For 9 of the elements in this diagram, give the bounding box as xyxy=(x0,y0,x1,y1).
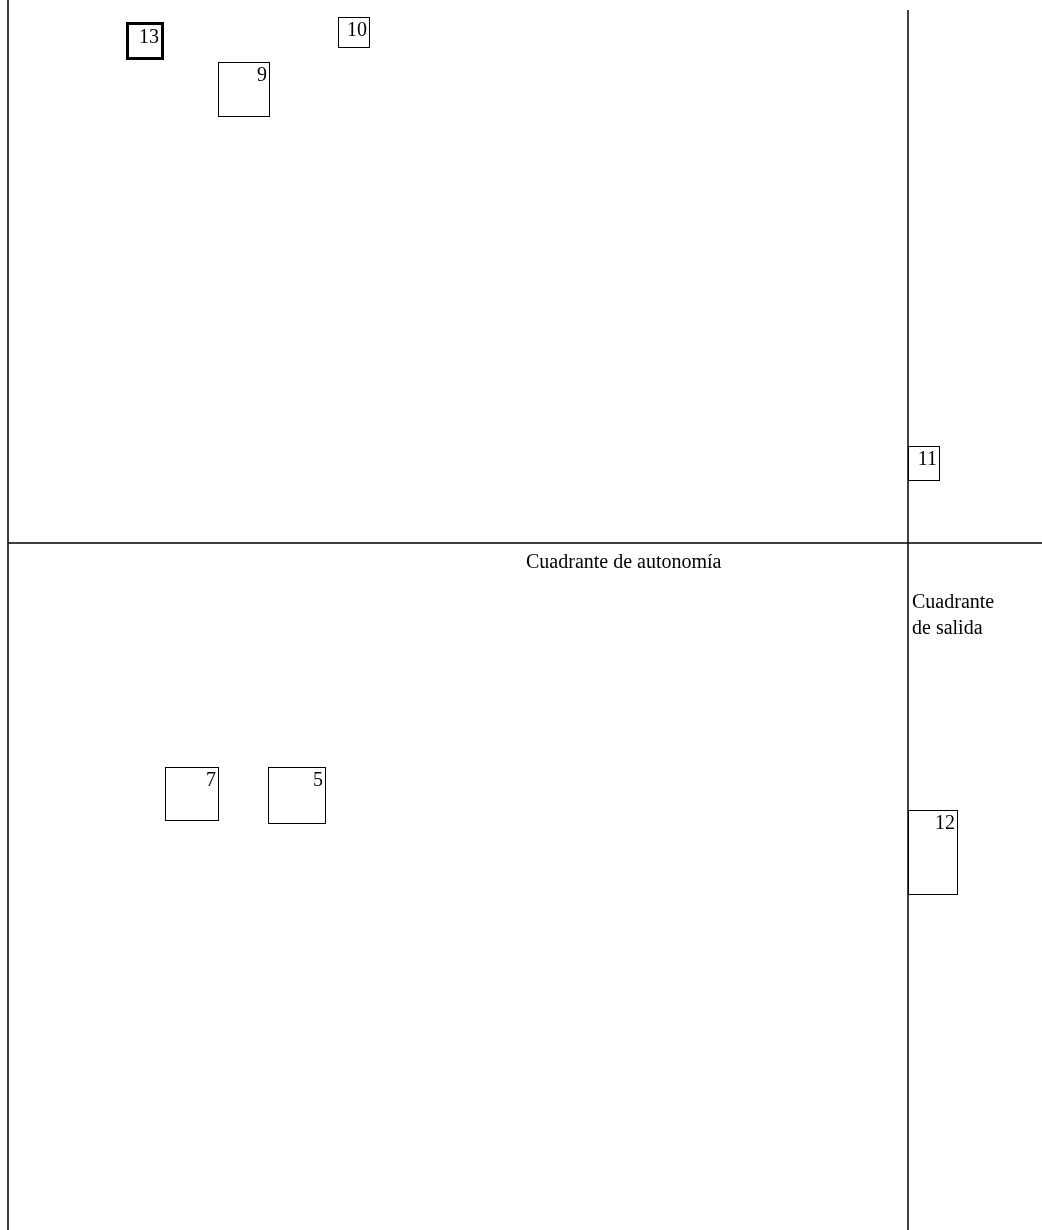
quadrant-label: Cuadrante de autonomía xyxy=(526,549,723,574)
number-box: 5 xyxy=(268,767,326,824)
number-box: 7 xyxy=(165,767,219,821)
number-box: 12 xyxy=(908,810,958,895)
number-box: 9 xyxy=(218,62,270,117)
number-box: 10 xyxy=(338,17,370,48)
number-box: 11 xyxy=(908,446,940,481)
number-box: 13 xyxy=(126,22,164,60)
quadrant-label: Cuadrante de salida xyxy=(912,589,996,640)
